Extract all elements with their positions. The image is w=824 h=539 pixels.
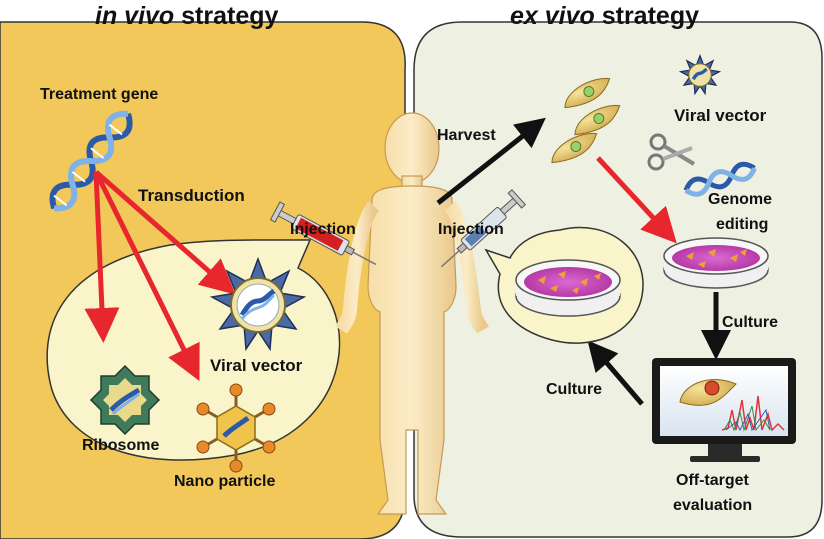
culture-down-label: Culture (722, 314, 778, 331)
harvested-cells-icon (551, 77, 621, 164)
culture-dish-icon (515, 259, 621, 317)
in-vivo-viral-vector-label: Viral vector (210, 356, 303, 375)
ex-vivo-title: ex vivo strategy (510, 2, 699, 30)
monitor-icon (652, 358, 796, 462)
transduction-arrows (84, 170, 236, 381)
genome-dna-icon (683, 161, 757, 197)
culture-left-arrow (587, 340, 644, 406)
transduction-label: Transduction (138, 186, 245, 205)
edited-culture-dish-icon (663, 237, 769, 289)
harvest-arrow (436, 117, 546, 205)
ex-vivo-syringe-icon (440, 189, 527, 268)
culture-left-label: Culture (546, 381, 602, 398)
off-target-label-line2: evaluation (673, 497, 752, 514)
in-vivo-syringe-icon (269, 201, 377, 266)
nano-particle-icon (196, 383, 276, 473)
edit-arrow (596, 156, 677, 244)
treatment-gene-label: Treatment gene (40, 86, 158, 103)
in-vivo-injection-label: Injection (290, 221, 356, 238)
ribosome-icon (89, 364, 161, 436)
genome-editing-label-line2: editing (716, 216, 768, 233)
chromatogram-trace (721, 395, 785, 432)
genome-editing-label-line1: Genome (708, 191, 772, 208)
nano-particle-label: Nano particle (174, 473, 275, 490)
harvest-label: Harvest (437, 127, 496, 144)
scissors-icon (647, 133, 696, 171)
ex-vivo-viral-vector-icon (678, 53, 722, 96)
ex-vivo-viral-vector-label: Viral vector (674, 106, 767, 125)
human-figure (334, 112, 490, 515)
in-vivo-title: in vivo strategy (95, 2, 278, 30)
ex-vivo-injection-label: Injection (438, 221, 504, 238)
dna-helix-icon (49, 110, 133, 212)
viral-vector-icon (209, 256, 307, 352)
ribosome-label: Ribosome (82, 437, 159, 454)
off-target-label-line1: Off-target (676, 472, 750, 489)
